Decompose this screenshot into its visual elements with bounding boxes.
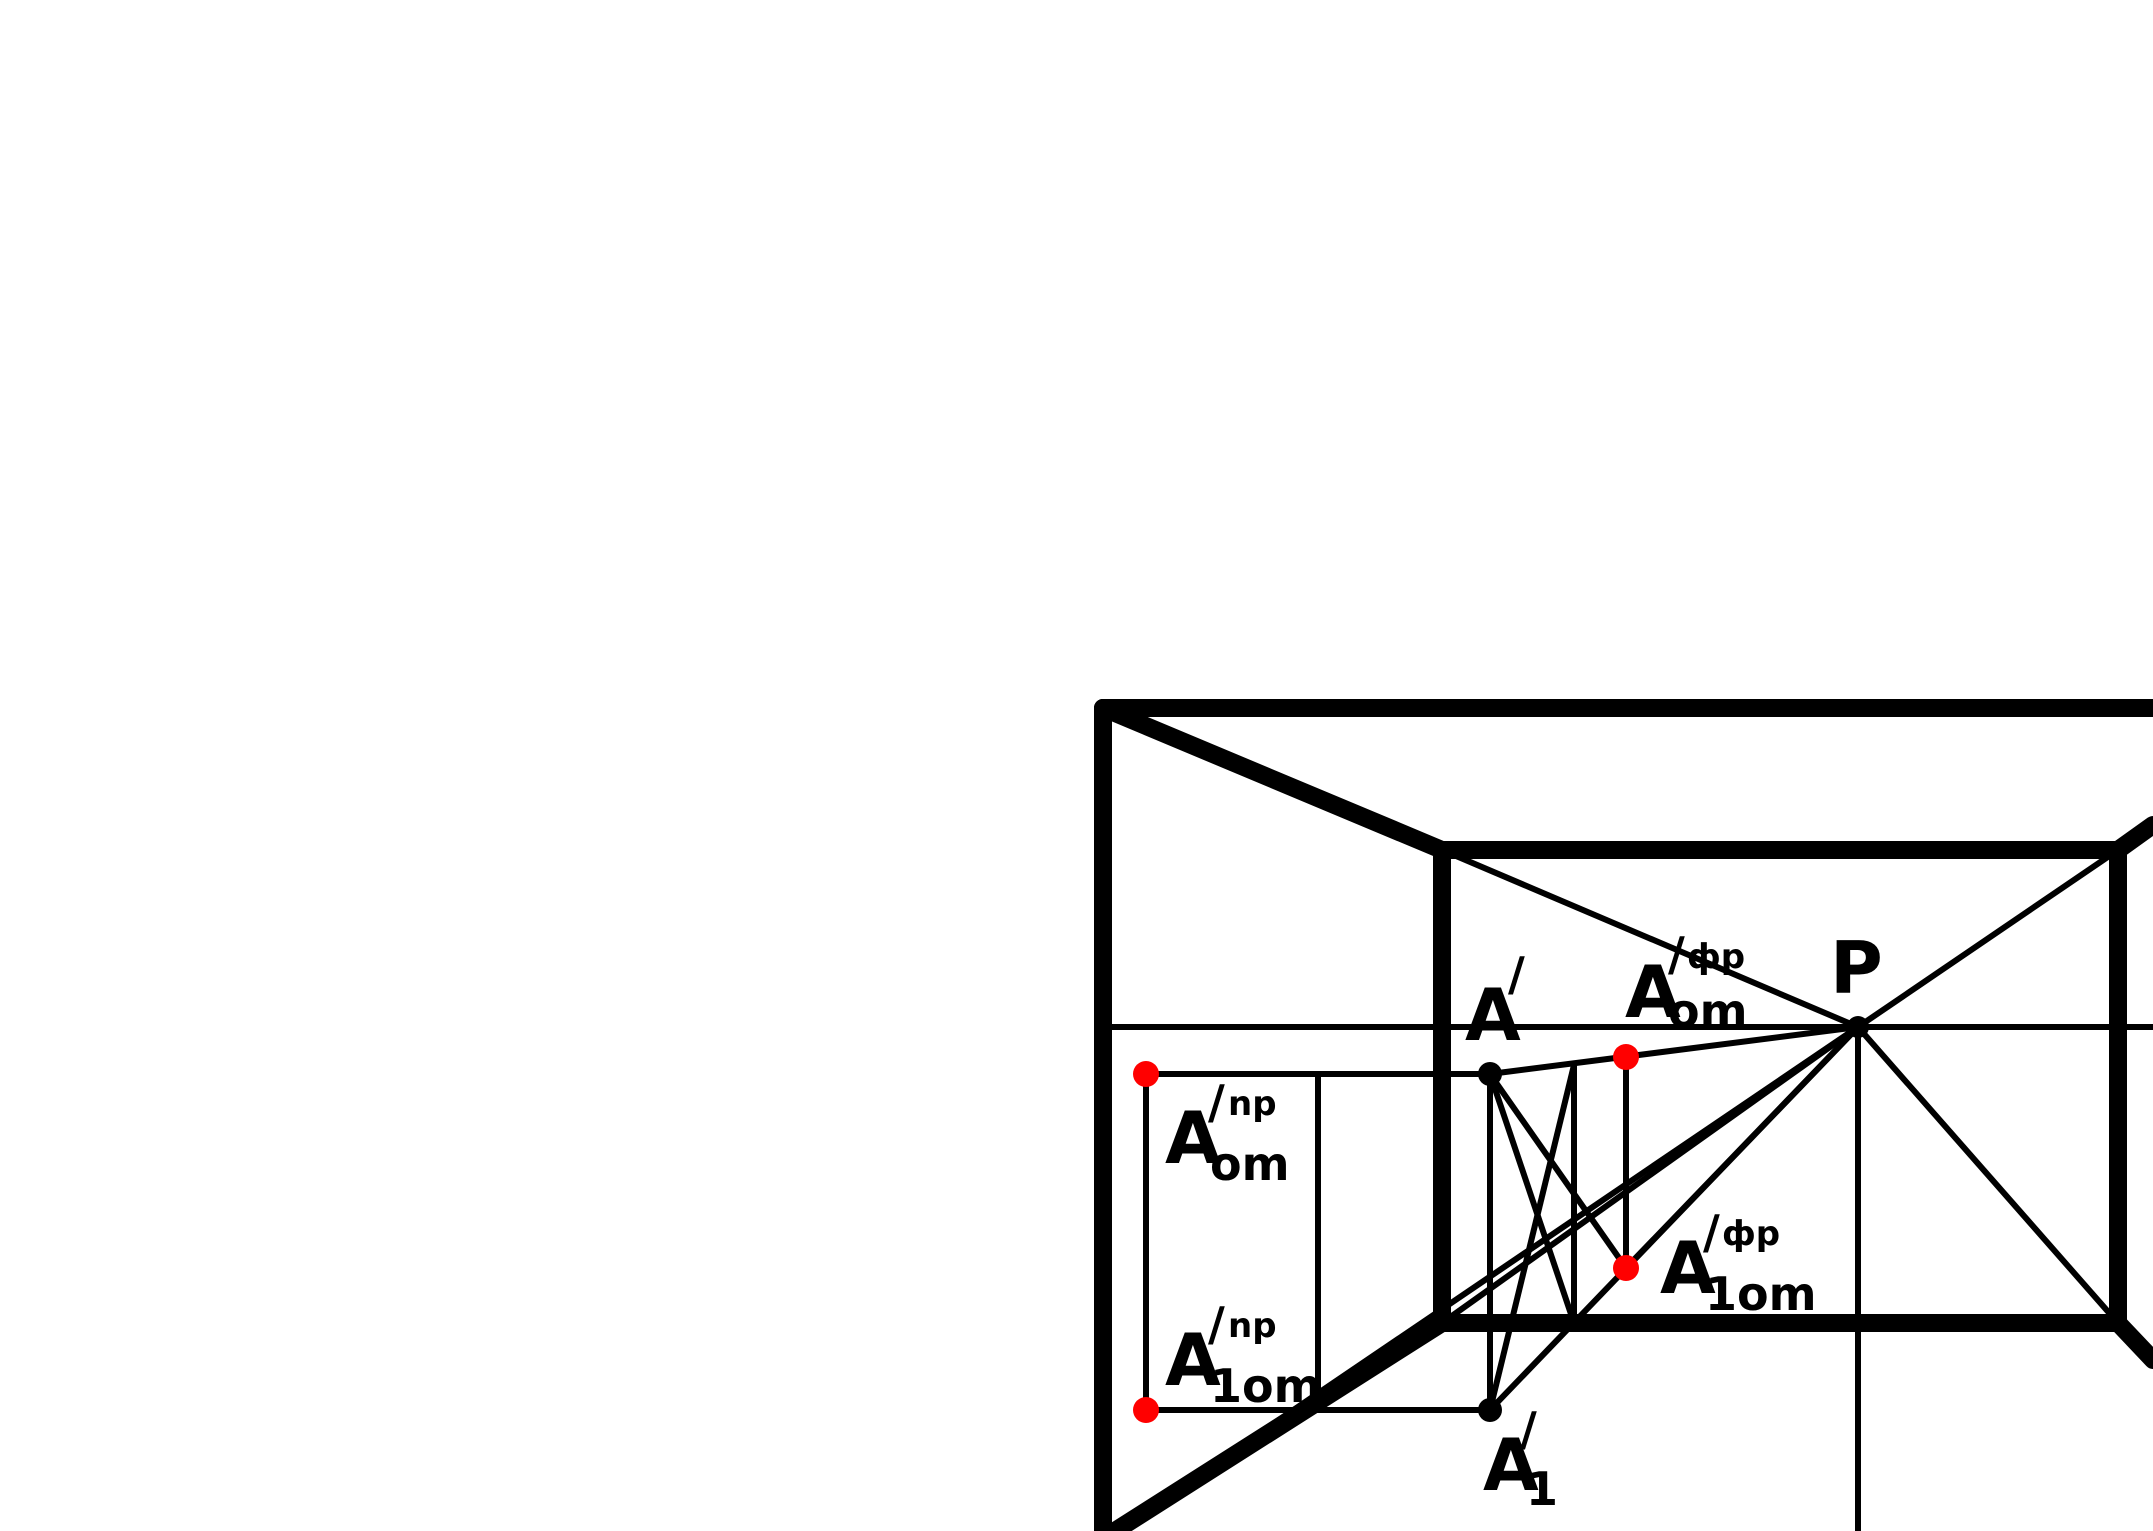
label-A1om-np-mark: / <box>1208 1297 1225 1351</box>
point-A1om-np <box>1133 1397 1159 1423</box>
label-Aom-np-mark: / <box>1208 1075 1225 1129</box>
labels: P A / A / фр om A / np om A / np 1om A /… <box>1165 926 1883 1516</box>
point-P <box>1847 1016 1869 1038</box>
ray-P-to-back-top-right <box>1856 847 2120 1030</box>
label-A1om-np-sub: 1om <box>1210 1359 1322 1413</box>
label-P: P <box>1830 926 1883 1010</box>
floor-right-diagonal <box>2109 1314 2153 1369</box>
ray-P-to-back-bottom-right <box>1855 1025 2121 1325</box>
label-A1om-fp: A / фр 1om <box>1660 1205 1817 1321</box>
label-Aom-fp-sub: om <box>1668 984 1748 1038</box>
label-A1-prime: A / 1 <box>1483 1402 1558 1516</box>
label-Aom-np-sup: np <box>1228 1084 1277 1124</box>
label-A1om-fp-mark: / <box>1703 1205 1720 1259</box>
label-A-prime: A / <box>1465 947 1525 1057</box>
diagonal-A-to-A1om-fp <box>1487 1072 1629 1270</box>
diagonal-A-to-floor <box>1487 1073 1577 1324</box>
label-A-prime-mark: / <box>1508 947 1525 1001</box>
label-Aom-np-base: A <box>1165 1096 1221 1180</box>
label-A1om-np-sup: np <box>1228 1306 1277 1346</box>
ray-A-to-P <box>1489 1024 1859 1077</box>
label-Aom-fp-sup: фр <box>1687 937 1745 977</box>
label-A1om-np-base: A <box>1165 1318 1221 1402</box>
label-Aom-fp-base: A <box>1625 950 1681 1034</box>
label-Aom-fp: A / фр om <box>1625 927 1748 1038</box>
label-A1-prime-mark: / <box>1520 1402 1537 1456</box>
ray-back-top-left-to-P <box>1440 847 1860 1030</box>
label-Aom-np-sub: om <box>1210 1137 1290 1191</box>
label-Aom-np: A / np om <box>1165 1075 1290 1191</box>
ray-A-to-P-lower <box>1113 1024 1860 1531</box>
point-A-prime <box>1478 1062 1502 1086</box>
point-A1om-fp <box>1613 1255 1639 1281</box>
label-A1om-fp-sup: фр <box>1722 1214 1780 1254</box>
ceiling-right-diagonal <box>2109 816 2153 859</box>
point-A1-prime <box>1478 1398 1502 1422</box>
construction-lines <box>1112 847 2153 1531</box>
diagonal-A1-to-top <box>1487 1064 1577 1411</box>
room-outline <box>1094 699 2153 1531</box>
label-A1-prime-base: A <box>1483 1423 1539 1507</box>
ceiling-left-diagonal <box>1094 699 1451 859</box>
label-A-prime-base: A <box>1465 973 1521 1057</box>
points <box>1133 1016 1869 1423</box>
label-A1-prime-sub: 1 <box>1526 1462 1558 1516</box>
ray-A1om-fp-to-P <box>1623 1024 1861 1271</box>
label-Aom-fp-mark: / <box>1668 927 1685 981</box>
label-A1om-np: A / np 1om <box>1165 1297 1322 1413</box>
label-A1om-fp-base: A <box>1660 1226 1716 1310</box>
point-Aom-np <box>1133 1061 1159 1087</box>
point-Aom-fp <box>1613 1044 1639 1070</box>
label-A1om-fp-sub: 1om <box>1705 1267 1817 1321</box>
